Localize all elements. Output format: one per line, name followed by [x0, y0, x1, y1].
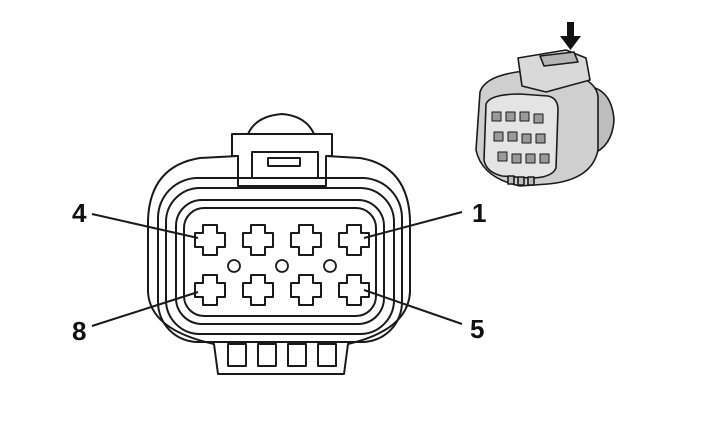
down-arrow-icon	[560, 22, 581, 50]
leader-line-8	[91, 291, 199, 327]
pin-cavity	[290, 224, 322, 256]
polarization-holes	[227, 259, 337, 273]
middle-rim	[165, 187, 395, 335]
pin-label-5: 5	[470, 314, 484, 344]
pin-cavity	[338, 274, 370, 306]
pin-cavity	[338, 224, 370, 256]
leader-line-1	[363, 211, 463, 239]
leader-lines	[91, 211, 463, 327]
latch-slot	[267, 157, 301, 167]
connector-face	[147, 113, 411, 375]
pin-label-4: 4	[72, 198, 87, 228]
inner-rim	[175, 199, 385, 325]
leader-line-5	[363, 289, 463, 325]
pin-cavity	[242, 224, 274, 256]
pin-label-8: 8	[72, 316, 86, 346]
inset-cavities	[491, 111, 550, 164]
connector-top-dome	[247, 113, 315, 135]
inset-bottom-keys	[507, 175, 535, 186]
connector-outer-body	[147, 155, 411, 375]
pin-cavity	[194, 274, 226, 306]
pin-cavity	[242, 274, 274, 306]
pin-label-1: 1	[472, 198, 486, 228]
bottom-keys	[227, 343, 337, 367]
leader-line-4	[91, 213, 199, 239]
pin-field-rim	[183, 207, 377, 317]
pin-cavities	[194, 224, 370, 306]
pin-cavity	[290, 274, 322, 306]
connector-3d-inset	[475, 22, 615, 187]
outer-rim	[157, 177, 403, 343]
pin-cavity	[194, 224, 226, 256]
